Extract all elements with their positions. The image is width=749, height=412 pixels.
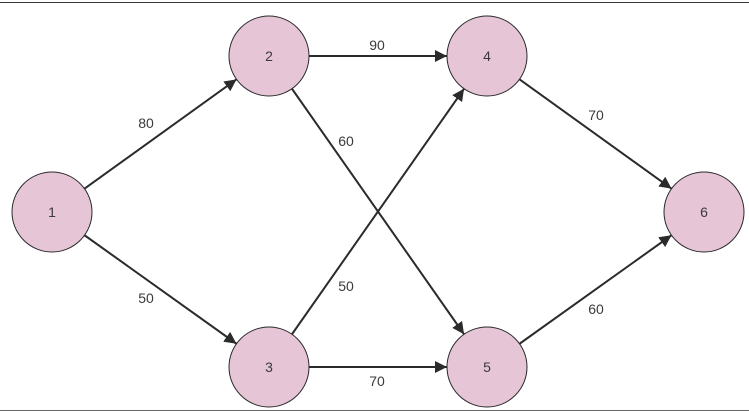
edge-1-2-label: 80 [138, 115, 154, 131]
edges-layer: 80 50 90 60 50 70 70 60 [83, 37, 673, 389]
node-4-label: 4 [483, 48, 491, 64]
edge-2-5-label: 60 [338, 133, 354, 149]
node-2-circle [228, 15, 310, 97]
node-1-circle [11, 171, 93, 253]
nodes-layer: 1 2 3 4 5 6 [11, 15, 745, 408]
edge-5-6-arrow [518, 234, 673, 345]
node-6-circle [663, 171, 745, 253]
edge-3-5-label: 70 [369, 373, 385, 389]
node-1-label: 1 [48, 204, 56, 220]
edge-1-3-arrow [83, 234, 238, 345]
node-3: 3 [228, 326, 310, 408]
edge-5-6-label: 60 [588, 301, 604, 317]
bottom-rule [0, 410, 749, 411]
edge-3-4-arrow [291, 88, 465, 335]
node-2-label: 2 [265, 48, 273, 64]
edge-2-4-label: 90 [369, 37, 385, 53]
node-4: 4 [446, 15, 528, 97]
node-3-circle [228, 326, 310, 408]
node-5: 5 [446, 326, 528, 408]
node-2: 2 [228, 15, 310, 97]
edge-1-3-label: 50 [138, 290, 154, 306]
node-3-label: 3 [265, 359, 273, 375]
node-4-circle [446, 15, 528, 97]
node-6: 6 [663, 171, 745, 253]
node-5-circle [446, 326, 528, 408]
node-1: 1 [11, 171, 93, 253]
top-rule [0, 2, 749, 3]
node-6-label: 6 [700, 204, 708, 220]
node-5-label: 5 [483, 359, 491, 375]
edge-4-6-arrow [518, 78, 673, 190]
edge-1-2-arrow [83, 78, 238, 190]
edge-4-6-label: 70 [588, 107, 604, 123]
edge-3-4-label: 50 [338, 278, 354, 294]
